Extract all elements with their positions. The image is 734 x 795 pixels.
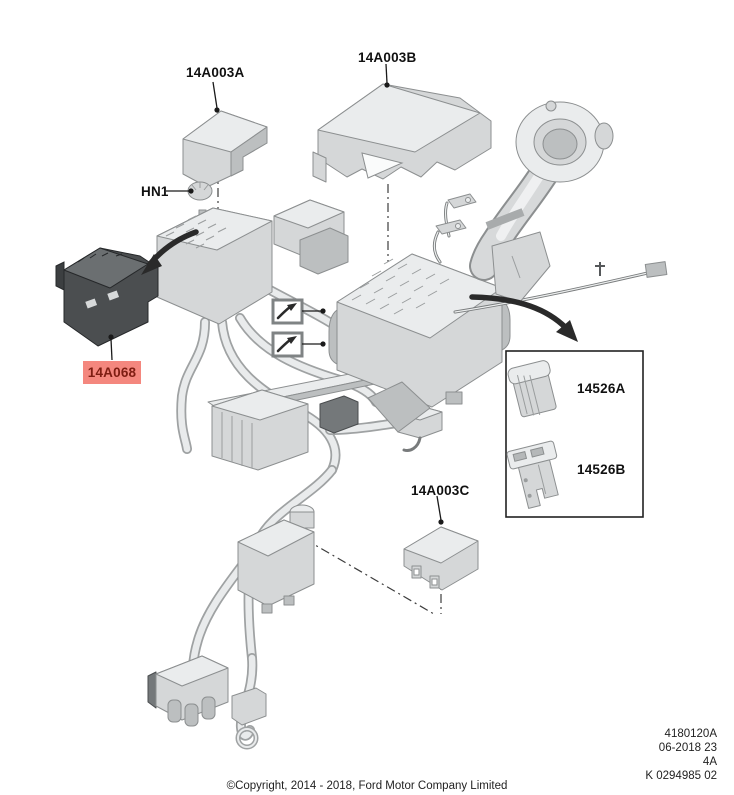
callout-14a068-highlighted[interactable]: 14A068: [83, 361, 141, 384]
callout-14a003c[interactable]: 14A003C: [411, 483, 470, 498]
bottom-connector: [231, 687, 267, 750]
fuse-inset-box: [505, 350, 644, 518]
callout-14526b[interactable]: 14526B: [577, 462, 626, 477]
callout-hn1[interactable]: HN1: [141, 184, 169, 199]
pointer-arrow-right: [469, 294, 578, 342]
dark-connector: [319, 395, 359, 434]
drawing-reference-block: 4180120A 06-2018 23 4A K 0294985 02: [645, 727, 717, 783]
bottom-relay-holder: [147, 655, 229, 727]
drawing-date: 06-2018 23: [658, 742, 717, 754]
fuse-14526a-part: [507, 360, 557, 418]
direction-arrow-symbol-2[interactable]: [271, 331, 304, 358]
intake-pipe: [469, 100, 614, 303]
cover-14a003b-part: [312, 83, 492, 183]
ecu-module: [211, 389, 309, 471]
callout-14a003a[interactable]: 14A003A: [186, 65, 245, 80]
junction-block: [156, 199, 349, 325]
bracket-14a068-part: [55, 247, 159, 347]
cover-14a003a-part: [182, 110, 268, 188]
callout-14a003b[interactable]: 14A003B: [358, 50, 417, 65]
copyright-line: ©Copyright, 2014 - 2018, Ford Motor Comp…: [226, 780, 508, 792]
eyelet-terminals: [432, 193, 477, 264]
direction-arrow-symbol-1[interactable]: [271, 298, 304, 325]
drawing-number: 4180120A: [664, 728, 717, 740]
relay-box: [237, 504, 315, 614]
fuse-box: [328, 253, 511, 433]
drawing-sheet: 4A: [702, 756, 717, 768]
fuse-14526b-part: [506, 440, 559, 509]
drawing-code: K 0294985 02: [645, 770, 717, 782]
sensor-wire: [453, 261, 668, 314]
cover-14a003c-part: [403, 526, 479, 591]
pointer-arrow-left: [141, 229, 199, 275]
callout-14526a[interactable]: 14526A: [577, 381, 626, 396]
